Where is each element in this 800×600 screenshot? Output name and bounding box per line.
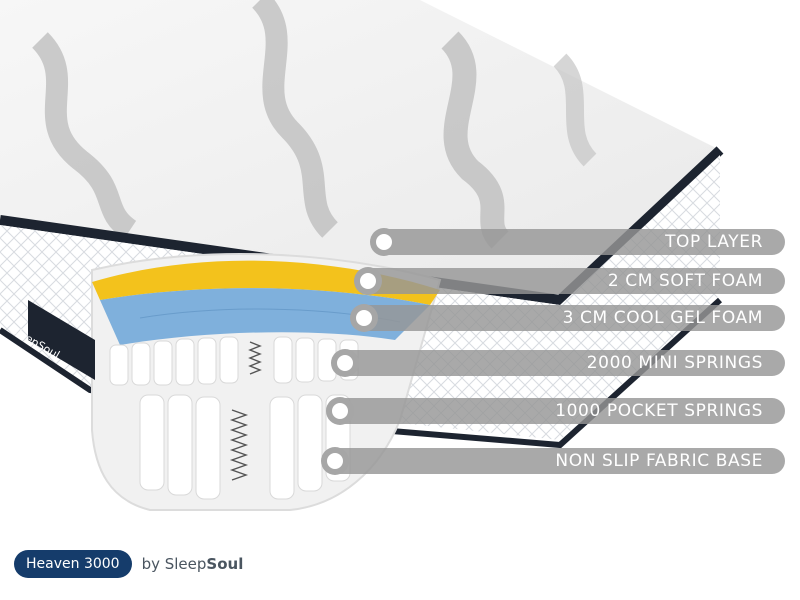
side-logo: SleepSoul	[8, 302, 68, 386]
pointer-dot-icon	[350, 304, 378, 332]
label-top-layer: TOP LAYER	[370, 228, 785, 256]
gel-foam-layer	[100, 288, 430, 345]
brand-row: Heaven 3000 by SleepSoul	[14, 550, 243, 578]
label-soft-foam: 2 CM SOFT FOAM	[354, 267, 785, 295]
brand-byline: by SleepSoul	[142, 555, 244, 573]
pointer-dot-icon	[321, 447, 349, 475]
pointer-dot-icon	[331, 349, 359, 377]
product-name-badge: Heaven 3000	[14, 550, 132, 578]
pocket-springs	[139, 394, 351, 500]
label-mini-springs: 2000 MINI SPRINGS	[331, 349, 785, 377]
side-logo-panel	[28, 300, 95, 380]
brand-byline-suffix: Soul	[206, 555, 244, 573]
soft-foam-layer	[92, 260, 440, 305]
label-text: 1000 POCKET SPRINGS	[555, 401, 763, 421]
label-text: 2000 MINI SPRINGS	[586, 353, 763, 373]
label-fabric-base: NON SLIP FABRIC BASE	[321, 447, 785, 475]
label-text: 2 CM SOFT FOAM	[607, 271, 763, 291]
brand-byline-prefix: by Sleep	[141, 555, 207, 573]
mini-springs	[109, 336, 359, 386]
label-text: 3 CM COOL GEL FOAM	[562, 308, 763, 328]
pointer-dot-icon	[370, 228, 398, 256]
label-pocket-springs: 1000 POCKET SPRINGS	[326, 397, 785, 425]
label-gel-foam: 3 CM COOL GEL FOAM	[350, 304, 785, 332]
label-text: NON SLIP FABRIC BASE	[555, 451, 763, 471]
pointer-dot-icon	[354, 267, 382, 295]
mattress-top	[0, 0, 720, 300]
label-text: TOP LAYER	[665, 232, 763, 252]
pointer-dot-icon	[326, 397, 354, 425]
